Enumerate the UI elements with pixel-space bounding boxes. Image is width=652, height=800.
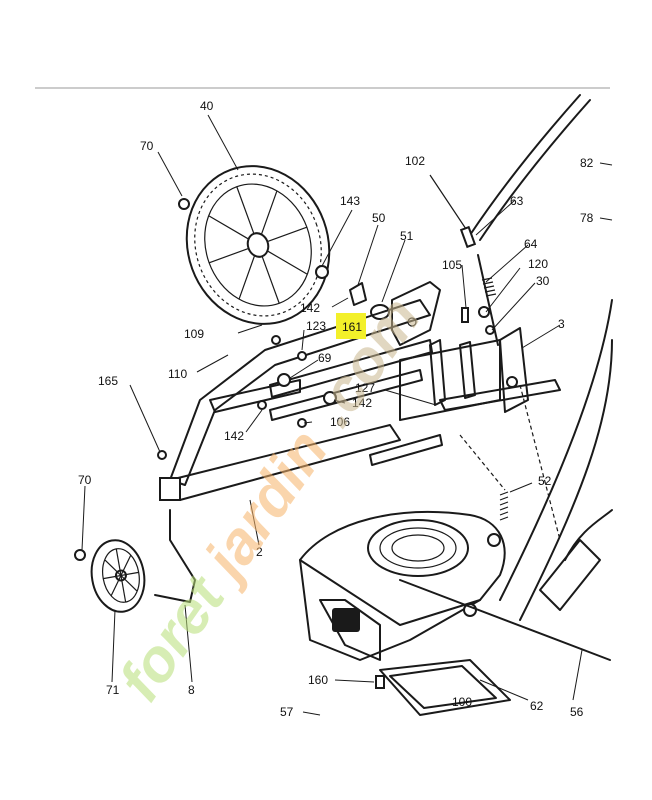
label-62: 62 <box>530 699 544 713</box>
label-78: 78 <box>580 211 594 225</box>
label-56: 56 <box>570 705 584 719</box>
nut-70-bottom <box>74 549 86 561</box>
label-50: 50 <box>372 211 386 225</box>
label-70-top: 70 <box>140 139 154 153</box>
part-labels: 40 70 143 50 51 102 63 82 78 64 105 120 … <box>78 99 594 719</box>
label-105: 105 <box>442 258 462 272</box>
label-143: 143 <box>340 194 360 208</box>
highlight-label: 161 <box>342 320 362 334</box>
label-100: 100 <box>452 695 472 709</box>
highlight-marker <box>336 313 366 339</box>
label-142-c: 142 <box>224 429 244 443</box>
hub-cap <box>315 265 329 279</box>
label-102: 102 <box>405 154 425 168</box>
label-106: 106 <box>330 415 350 429</box>
label-142-b: 142 <box>352 396 372 410</box>
label-30: 30 <box>536 274 550 288</box>
engine <box>299 511 611 716</box>
label-52: 52 <box>538 474 552 488</box>
label-123: 123 <box>306 319 326 333</box>
label-63: 63 <box>510 194 524 208</box>
label-165: 165 <box>98 374 118 388</box>
label-40: 40 <box>200 99 214 113</box>
dash-line <box>459 434 506 491</box>
front-wheel <box>90 539 146 613</box>
label-57: 57 <box>280 705 294 719</box>
label-2: 2 <box>256 545 263 559</box>
label-127: 127 <box>355 381 375 395</box>
front-frame <box>157 299 561 501</box>
dash-line-2 <box>519 384 561 541</box>
nut-70-top <box>178 198 190 210</box>
throttle-cable <box>429 174 499 346</box>
front-axle <box>154 509 196 603</box>
handle-assembly <box>469 94 613 621</box>
label-160: 160 <box>308 673 328 687</box>
label-8: 8 <box>188 683 195 697</box>
watermark-jardin: jardin <box>188 417 341 595</box>
label-71: 71 <box>106 683 120 697</box>
label-142-a: 142 <box>300 301 320 315</box>
label-70-bottom: 70 <box>78 473 92 487</box>
label-82: 82 <box>580 156 594 170</box>
label-3: 3 <box>558 317 565 331</box>
label-69: 69 <box>318 351 332 365</box>
label-110: 110 <box>168 367 187 381</box>
label-51: 51 <box>400 229 414 243</box>
label-64: 64 <box>524 237 538 251</box>
leader-lines <box>81 114 613 716</box>
label-109: 109 <box>184 327 204 341</box>
spring-52 <box>499 491 509 521</box>
rear-wheel <box>185 165 331 325</box>
label-120: 120 <box>528 257 548 271</box>
